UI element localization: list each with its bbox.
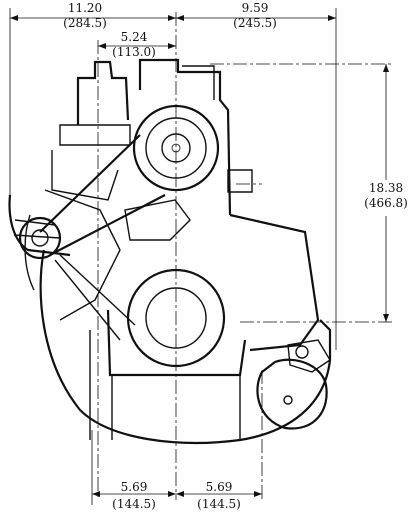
dimension-arrows [10, 15, 389, 497]
center-lines [97, 12, 392, 500]
dim-right-mm: (466.8) [364, 196, 408, 210]
dim-bottom-right-in: 5.69 [206, 480, 233, 494]
dim-top-left-in: 11.20 [68, 1, 102, 15]
dim-top-right-mm: (245.5) [233, 16, 277, 30]
dimension-lines [9, 8, 387, 505]
dim-bottom-left-mm: (144.5) [112, 497, 156, 511]
starter-bolt [283, 345, 309, 405]
dim-top-inner-in: 5.24 [121, 30, 148, 44]
dim-top-right-in: 9.59 [242, 1, 269, 15]
dim-bottom-right-mm: (144.5) [197, 497, 241, 511]
alternator-pulley [18, 216, 62, 260]
dim-top-inner-mm: (113.0) [112, 45, 156, 59]
engine-outline [8, 58, 332, 444]
dim-bottom-left-in: 5.69 [121, 480, 148, 494]
dim-top-left-mm: (284.5) [63, 16, 107, 30]
dimension-labels: 11.20 (284.5) 5.24 (113.0) 9.59 (245.5) … [63, 1, 408, 511]
dim-right-in: 18.38 [369, 181, 403, 195]
